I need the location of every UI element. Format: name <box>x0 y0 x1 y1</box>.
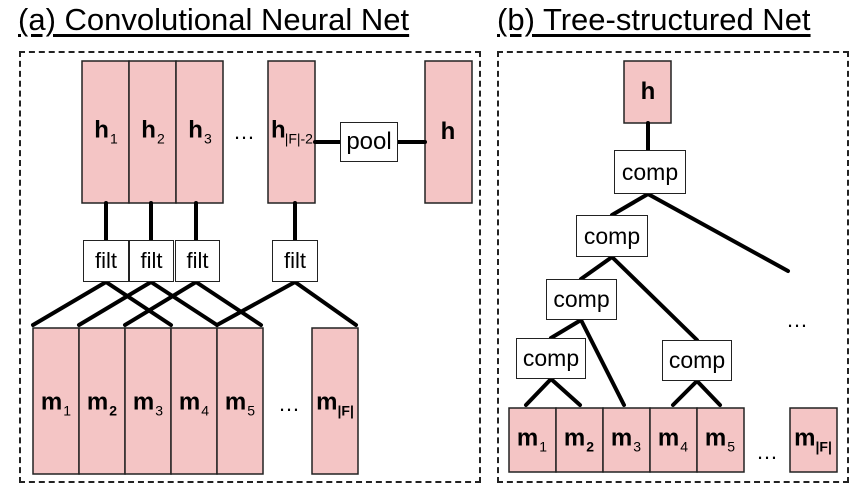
cnn-h-output-label: h <box>440 118 456 145</box>
comp-box-1: comp <box>614 150 686 194</box>
cnn-m-label-last: m|F| <box>316 388 354 419</box>
cnn-m-label-3-main: m <box>132 388 155 416</box>
cnn-m-cell-1 <box>32 327 80 475</box>
tree-m-label-2-main: m <box>563 424 586 452</box>
tree-m-cell-5 <box>696 407 745 473</box>
cnn-h-ellipsis: … <box>233 119 255 144</box>
tree-m-label-4-main: m <box>657 424 680 452</box>
comp-box-3: comp <box>546 279 617 320</box>
pool-box: pool <box>340 122 398 162</box>
tree-m-cell-1 <box>508 407 557 473</box>
panel-tree <box>497 51 849 483</box>
tree-m-label-last-sub: |F| <box>815 438 832 455</box>
tree-edges <box>524 121 790 407</box>
cnn-h-label-3: h3 <box>188 116 212 147</box>
tree-m-label-2-sub: 2 <box>586 438 595 455</box>
cnn-m-cell-last <box>311 327 359 475</box>
cnn-h-cell-last <box>267 60 316 204</box>
cnn-m-label-3-sub: 3 <box>155 402 164 419</box>
tree-m-label-last: m|F| <box>794 424 832 455</box>
filt-box-last: filt <box>272 240 318 282</box>
cnn-m-label-4-main: m <box>178 388 201 416</box>
filt-box-2: filt <box>129 240 174 282</box>
comp-box-4: comp <box>516 338 586 379</box>
tree-m-label-5: m5 <box>704 424 736 455</box>
cnn-h-label-last-main: h <box>271 116 286 144</box>
cnn-m-label-5-main: m <box>224 388 247 416</box>
tree-m-cell-3 <box>602 407 651 473</box>
cnn-h-label-2: h2 <box>141 116 165 147</box>
cnn-m-label-2: m2 <box>86 388 118 419</box>
tree-m-ellipsis: … <box>756 439 778 464</box>
tree-m-label-4-sub: 4 <box>680 438 689 455</box>
tree-m-label-1-main: m <box>516 424 539 452</box>
tree-m-label-3-main: m <box>610 424 633 452</box>
comp-box-5: comp <box>662 340 732 381</box>
tree-right-ellipsis: … <box>786 307 808 332</box>
cnn-h-cells <box>81 60 473 204</box>
cnn-m-label-5-sub: 5 <box>247 402 256 419</box>
cnn-m-cells <box>32 327 359 475</box>
tree-m-label-last-main: m <box>794 424 816 452</box>
cnn-m-label-2-main: m <box>86 388 109 416</box>
cnn-m-cell-2 <box>78 327 126 475</box>
title-cnn: (a) Convolutional Neural Net <box>18 2 410 37</box>
tree-root-label: h <box>640 78 656 105</box>
cnn-m-ellipsis: … <box>278 391 300 416</box>
cnn-edges <box>31 140 427 327</box>
cnn-h-output-cell <box>424 60 473 204</box>
tree-m-label-3: m3 <box>610 424 642 455</box>
cnn-h-cell-1 <box>81 60 130 204</box>
cnn-m-label-1-sub: 1 <box>63 402 72 419</box>
cnn-m-label-4-sub: 4 <box>201 402 210 419</box>
cnn-h-label-3-sub: 3 <box>203 130 212 147</box>
tree-m-label-1-sub: 1 <box>539 438 548 455</box>
tree-m-label-1: m1 <box>516 424 548 455</box>
comp-box-2: comp <box>576 215 648 257</box>
cnn-m-label-2-sub: 2 <box>109 402 118 419</box>
cnn-m-label-4: m4 <box>178 388 210 419</box>
cnn-h-label-1: h1 <box>94 116 118 147</box>
cnn-h-label-last-sub: |F|-2 <box>284 130 313 147</box>
filt-box-3: filt <box>175 240 220 282</box>
tree-m-cell-4 <box>649 407 698 473</box>
cnn-h-label-2-sub: 2 <box>156 130 165 147</box>
title-tree: (b) Tree-structured Net <box>497 2 811 37</box>
filt-box-1: filt <box>83 240 129 282</box>
cnn-m-label-1: m1 <box>40 388 72 419</box>
panel-cnn <box>19 51 481 483</box>
tree-m-cell-2 <box>555 407 604 473</box>
tree-m-cell-last <box>789 407 838 473</box>
cnn-m-cell-5 <box>216 327 264 475</box>
tree-m-label-2: m2 <box>563 424 595 455</box>
cnn-m-label-5: m5 <box>224 388 256 419</box>
cnn-h-label-1-sub: 1 <box>109 130 118 147</box>
tree-m-label-5-sub: 5 <box>727 438 736 455</box>
tree-m-label-3-sub: 3 <box>633 438 642 455</box>
cnn-m-label-last-sub: |F| <box>337 402 354 419</box>
tree-m-label-5-main: m <box>704 424 727 452</box>
cnn-m-label-last-main: m <box>316 388 338 416</box>
cnn-m-label-3: m3 <box>132 388 164 419</box>
cnn-h-label-last: h|F|-2 <box>271 116 313 147</box>
cnn-h-label-3-main: h <box>188 116 203 144</box>
cnn-m-cell-3 <box>124 327 172 475</box>
cnn-h-label-2-main: h <box>141 116 156 144</box>
tree-cells <box>508 60 838 473</box>
cnn-h-label-1-main: h <box>94 116 109 144</box>
cnn-m-label-1-main: m <box>40 388 63 416</box>
tree-m-label-4: m4 <box>657 424 689 455</box>
cnn-h-cell-3 <box>175 60 224 204</box>
